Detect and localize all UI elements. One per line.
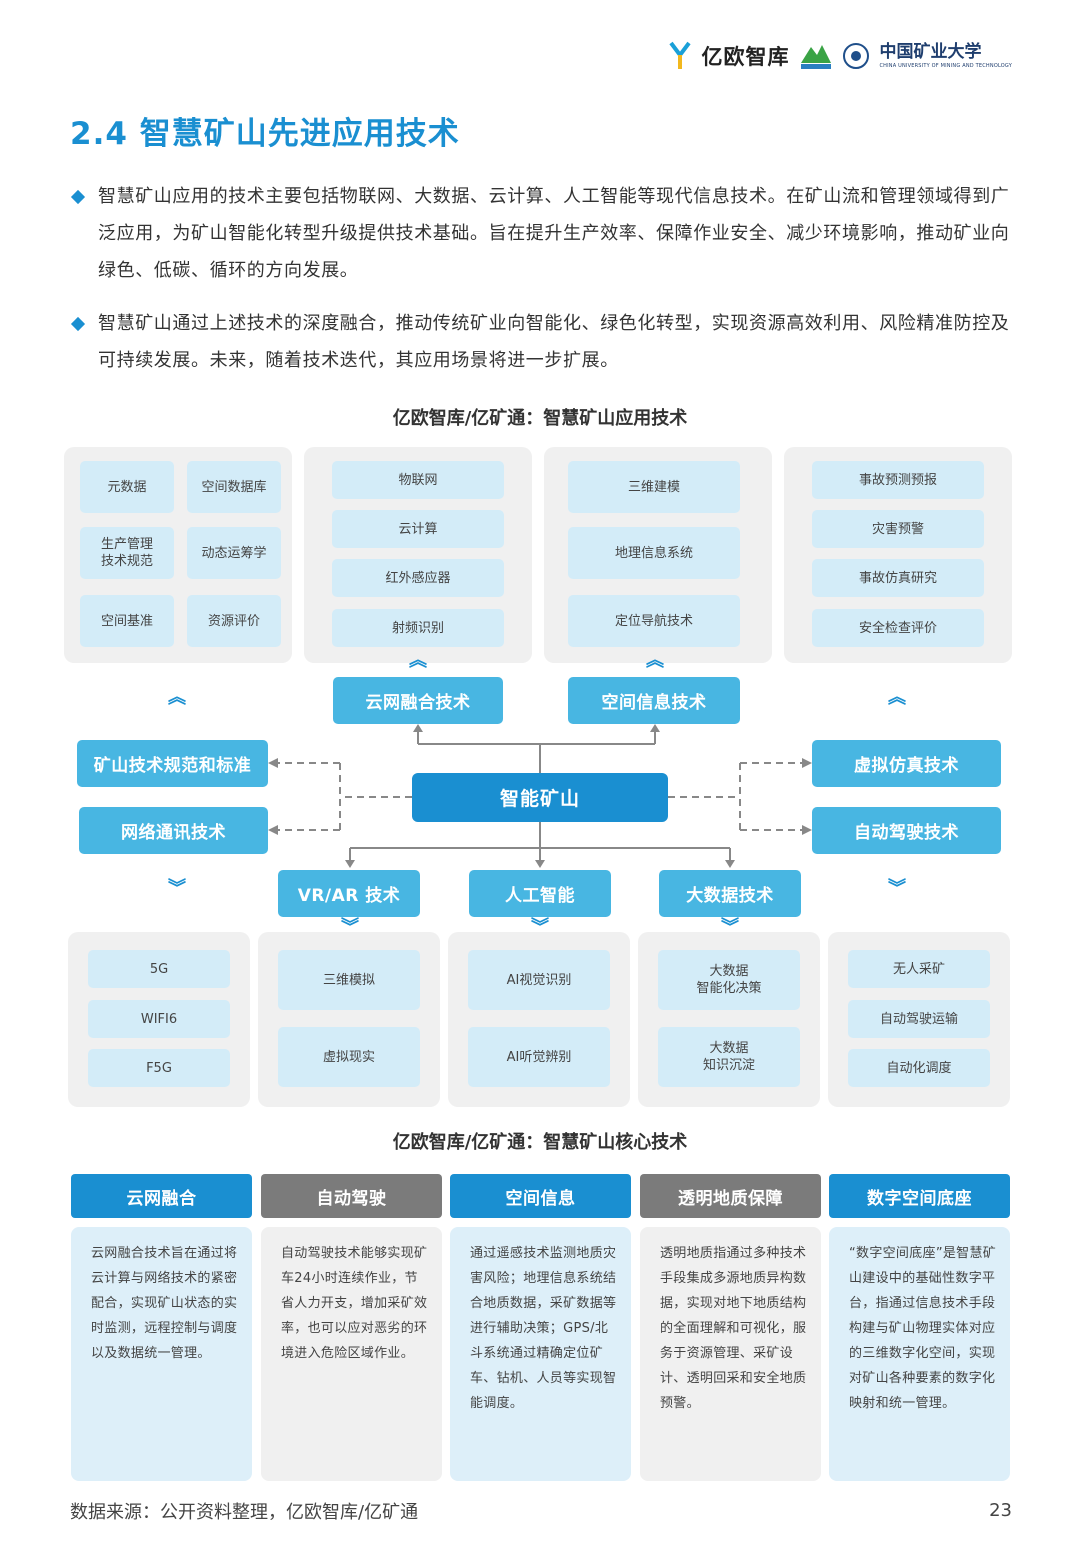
panel-standards: 元数据 空间数据库 生产管理 技术规范 动态运筹学 空间基准 资源评价 [64, 447, 292, 663]
cell: AI视觉识别 [468, 950, 610, 1010]
panel-spatial: 三维建模 地理信息系统 定位导航技术 [544, 447, 772, 663]
yiou-logo-text: 亿欧智库 [701, 45, 790, 69]
tech-standards: 矿山技术规范和标准 [77, 740, 268, 787]
panel-auto-drive: 无人采矿 自动驾驶运输 自动化调度 [828, 932, 1010, 1107]
core-body-digital-base: “数字空间底座”是智慧矿山建设中的基础性数字平台，指通过信息技术手段构建与矿山物… [829, 1227, 1010, 1481]
cell: 生产管理 技术规范 [80, 527, 174, 579]
core-head-spatial: 空间信息 [450, 1174, 631, 1218]
cell: 动态运筹学 [187, 527, 281, 579]
panel-big-data: 大数据 智能化决策 大数据 知识沉淀 [638, 932, 820, 1107]
core-body-autodrive: 自动驾驶技术能够实现矿车24小时连续作业，节省人力开支，增加采矿效率，也可以应对… [261, 1227, 442, 1481]
cell: 无人采矿 [848, 950, 990, 988]
cell: 物联网 [332, 461, 504, 499]
cell: 空间基准 [80, 595, 174, 647]
core-head-geology: 透明地质保障 [640, 1174, 821, 1218]
chevron-down-icon: ︾ [531, 917, 549, 938]
cell: 大数据 智能化决策 [658, 950, 800, 1010]
university-logo: 中国矿业大学 CHINA UNIVERSITY OF MINING AND TE… [879, 41, 1012, 69]
cell: 自动化调度 [848, 1049, 990, 1087]
cell: 定位导航技术 [568, 595, 740, 647]
chevron-down-icon: ︾ [888, 878, 906, 899]
panel-ai: AI视觉识别 AI听觉辨别 [448, 932, 630, 1107]
cell: 地理信息系统 [568, 527, 740, 579]
chevron-up-icon: ︽ [888, 687, 906, 708]
tech-ai: 人工智能 [469, 870, 611, 917]
cell: 空间数据库 [187, 461, 281, 513]
cell: 灾害预警 [812, 510, 984, 548]
section-title: 2.4 智慧矿山先进应用技术 [70, 116, 460, 152]
cell: WIFI6 [88, 1000, 230, 1038]
page-number: 23 [989, 1500, 1012, 1521]
tech-spatial-info: 空间信息技术 [568, 677, 740, 724]
cell: 三维建模 [568, 461, 740, 513]
cell: 虚拟现实 [278, 1027, 420, 1087]
cell: 资源评价 [187, 595, 281, 647]
cell: 自动驾驶运输 [848, 1000, 990, 1038]
tech-cloud-network: 云网融合技术 [333, 677, 503, 724]
tech-vr-ar: VR/AR 技术 [278, 870, 420, 917]
university-seal-icon [843, 43, 870, 69]
cell: 事故仿真研究 [812, 559, 984, 597]
center-smart-mine: 智能矿山 [412, 773, 668, 822]
cell: F5G [88, 1049, 230, 1087]
header-logos: 亿欧智库 中国矿业大学 CHINA UNIVERSITY OF MINING A… [669, 36, 1012, 76]
chart1-title: 亿欧智库/亿矿通：智慧矿山应用技术 [392, 408, 688, 429]
core-head-digital-base: 数字空间底座 [829, 1174, 1010, 1218]
chevron-up-icon: ︽ [646, 650, 664, 671]
panel-simulation: 事故预测预报 灾害预警 事故仿真研究 安全检查评价 [784, 447, 1012, 663]
panel-cloud: 物联网 云计算 红外感应器 射频识别 [304, 447, 532, 663]
core-head-autodrive: 自动驾驶 [261, 1174, 442, 1218]
cell: 元数据 [80, 461, 174, 513]
chevron-down-icon: ︾ [341, 917, 359, 938]
tech-virtual-sim: 虚拟仿真技术 [812, 740, 1001, 787]
core-body-spatial: 通过遥感技术监测地质灾害风险；地理信息系统结合地质数据，采矿数据等进行辅助决策；… [450, 1227, 631, 1481]
tech-auto-drive: 自动驾驶技术 [812, 807, 1001, 854]
panel-vr-ar: 三维模拟 虚拟现实 [258, 932, 440, 1107]
core-body-geology: 透明地质指通过多种技术手段集成多源地质异构数据，实现对地下地质结构的全面理解和可… [640, 1227, 821, 1481]
cell: 云计算 [332, 510, 504, 548]
cell: 三维模拟 [278, 950, 420, 1010]
chevron-down-icon: ︾ [721, 917, 739, 938]
core-head-cloud: 云网融合 [71, 1174, 252, 1218]
panel-network-types: 5G WIFI6 F5G [68, 932, 250, 1107]
chevron-up-icon: ︽ [409, 650, 427, 671]
yiou-logo-icon [669, 41, 692, 69]
cell: 安全检查评价 [812, 609, 984, 647]
chevron-down-icon: ︾ [168, 878, 186, 899]
mining-logo-icon [801, 45, 832, 69]
cell: 大数据 知识沉淀 [658, 1027, 800, 1087]
data-source: 数据来源：公开资料整理，亿欧智库/亿矿通 [70, 1502, 419, 1523]
chevron-up-icon: ︽ [168, 687, 186, 708]
tech-network-comm: 网络通讯技术 [79, 807, 268, 854]
bullet-2: 智慧矿山通过上述技术的深度融合，推动传统矿业向智能化、绿色化转型，实现资源高效利… [70, 305, 1010, 379]
tech-big-data: 大数据技术 [659, 870, 801, 917]
cell: 射频识别 [332, 609, 504, 647]
cell: 5G [88, 950, 230, 988]
core-body-cloud: 云网融合技术旨在通过将云计算与网络技术的紧密配合，实现矿山状态的实时监测，远程控… [71, 1227, 252, 1481]
bullet-1: 智慧矿山应用的技术主要包括物联网、大数据、云计算、人工智能等现代信息技术。在矿山… [70, 178, 1010, 289]
cell: 红外感应器 [332, 559, 504, 597]
cell: 事故预测预报 [812, 461, 984, 499]
cell: AI听觉辨别 [468, 1027, 610, 1087]
chart2-title: 亿欧智库/亿矿通：智慧矿山核心技术 [392, 1132, 688, 1153]
